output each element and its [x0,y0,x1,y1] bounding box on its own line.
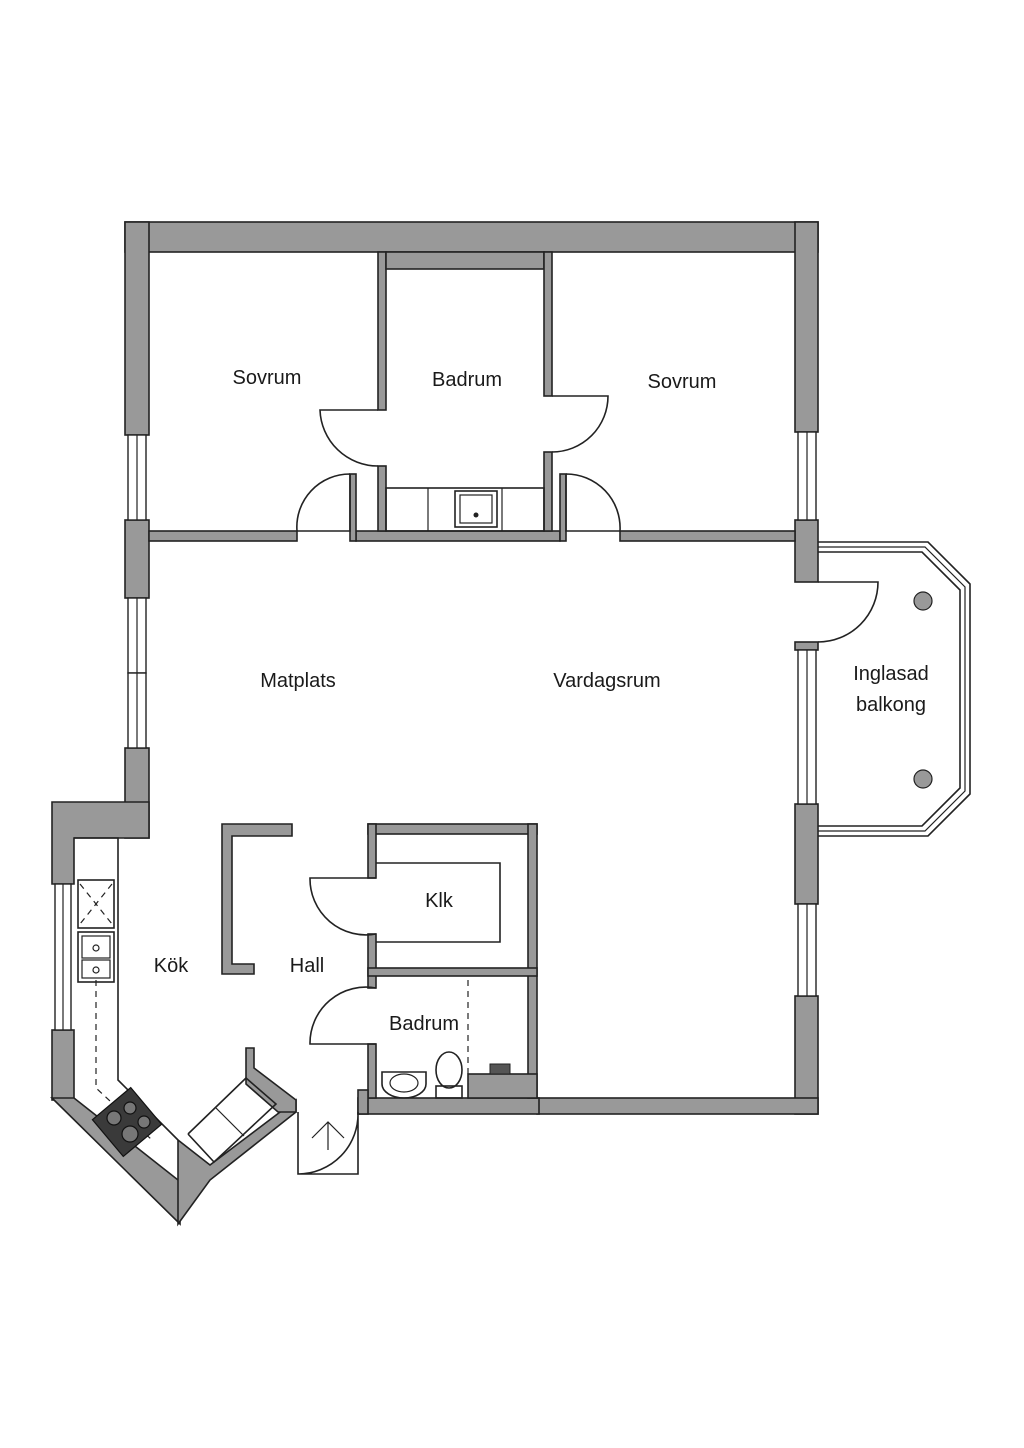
cabinet-x [77,879,115,929]
wall-bath-left-a [377,251,387,411]
wall-left-2 [124,519,150,599]
wall-right-5 [794,995,819,1115]
wall-bath-right-a [543,251,553,397]
door-bedroom-right[interactable] [551,395,609,453]
bathroom-bottom-fixtures [381,980,511,1099]
entrance-arrow-icon [311,1121,345,1150]
wall-stub-left [349,473,357,542]
room-label-closet: Klk [425,890,454,912]
sink-icon [454,490,498,528]
room-label-kitchen: Kök [154,955,189,977]
door-bedroom-left[interactable] [319,409,379,467]
kitchen-fixtures [74,837,278,1164]
wall-mid-2 [355,530,561,542]
room-label-bathroom-top: Badrum [432,369,502,391]
door-closet[interactable] [309,877,377,936]
wall-bottom-right [536,1097,819,1115]
door-right-lower[interactable] [565,473,621,532]
room-label-balcony-1: Inglasad [853,663,929,685]
windows [54,431,817,1031]
wall-kitchen-left-low [51,1029,75,1101]
doors [296,395,879,1175]
door-left-lower[interactable] [296,473,351,532]
wall-mid-3 [619,530,796,542]
stove-icon [91,1086,163,1158]
door-bathroom-bottom[interactable] [309,986,377,1045]
wall-closet-left-b [367,933,377,989]
washbasin-icon [381,1071,427,1099]
door-balcony[interactable] [817,581,879,643]
bathroom-top-fixtures [385,487,545,532]
balcony-post-bottom [913,769,933,789]
kitchen-counter-right [187,1076,278,1164]
wall-bath2-left [367,1043,377,1099]
room-label-bathroom-bottom: Badrum [389,1013,459,1035]
room-labels: Sovrum Badrum Sovrum Matplats Vardagsrum… [154,367,929,1035]
closet-shelf [376,862,501,943]
bath-counter [385,487,545,532]
wall-mid-1 [148,530,298,542]
wall-closet-right [527,823,538,1099]
wall-bath2-shaft [467,1073,538,1099]
wall-hall-partition [221,823,293,975]
faucet-icon [489,1063,511,1075]
wall-closet-top [367,823,538,835]
wall-bath-right-b [543,451,553,532]
wall-top [124,221,819,253]
wall-right-3 [794,641,819,651]
wall-diag-right [177,1098,297,1227]
balcony [818,541,971,837]
toilet-icon [435,1085,463,1099]
room-label-hall: Hall [290,955,324,977]
balcony-outline-outer [818,541,971,837]
wall-closet-left-a [367,823,377,879]
wall-left-1 [124,221,150,436]
balcony-outline-inner [818,551,961,827]
wall-closet-bottom [367,967,538,977]
room-label-living: Vardagsrum [553,670,660,692]
wall-right-4 [794,803,819,905]
wall-entry-side [245,1047,297,1113]
room-label-balcony-2: balkong [856,694,926,716]
room-label-dining: Matplats [260,670,336,692]
interior-walls [148,251,796,1115]
door-entrance[interactable] [297,1111,359,1175]
wall-bottom-mid [357,1097,540,1115]
wall-kitchen-jog [51,801,150,885]
room-label-bedroom-right: Sovrum [648,371,717,393]
wall-bath-top [385,251,545,270]
wall-stub-right [559,473,567,542]
wall-right-2 [794,519,819,583]
wall-right-1 [794,221,819,433]
wall-bath2-corner [357,1089,369,1115]
sink-icon [77,931,115,983]
room-label-bedroom-left: Sovrum [233,367,302,389]
balcony-post-top [913,591,933,611]
wall-bath-left-b [377,465,387,532]
